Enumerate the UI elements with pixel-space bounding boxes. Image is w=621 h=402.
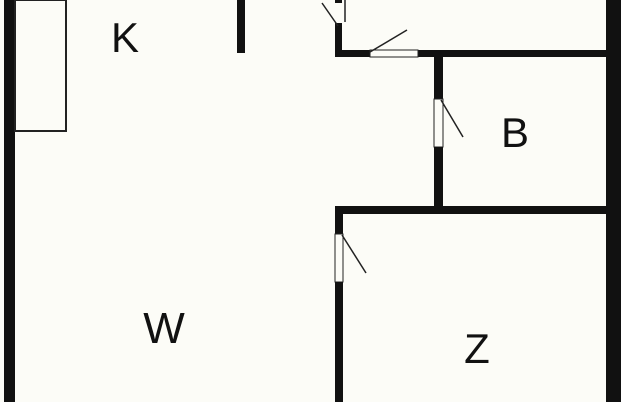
kitchen-partition-wall — [237, 0, 245, 53]
outer-wall-right — [606, 0, 621, 402]
kitchen-counter — [14, 0, 67, 132]
bedroom-top-wall — [335, 206, 606, 214]
upper-corridor-wall-top — [335, 0, 342, 3]
room-label-living: W — [143, 304, 185, 353]
bedroom-wall-lower — [335, 282, 343, 402]
top-right-wall-left-segment — [335, 50, 370, 57]
top-door-leaf — [369, 29, 408, 53]
bathroom-wall-upper — [434, 57, 443, 99]
room-label-kitchen: K — [110, 14, 140, 61]
bedroom-door-leaf — [341, 234, 367, 274]
bathroom-door-opening — [433, 98, 444, 148]
bedroom-door-opening — [334, 233, 344, 283]
room-label-bedroom: Z — [464, 325, 490, 372]
room-label-bathroom: B — [500, 109, 530, 156]
upper-door-leaf — [321, 2, 339, 27]
upper-corridor-wall-stub — [335, 23, 342, 57]
top-door-opening — [369, 49, 419, 58]
bathroom-door-leaf — [440, 99, 464, 138]
bathroom-wall-lower — [434, 147, 443, 211]
bedroom-wall-upper — [335, 214, 343, 234]
top-right-wall-right-segment — [418, 50, 606, 57]
outer-wall-left — [4, 0, 15, 402]
